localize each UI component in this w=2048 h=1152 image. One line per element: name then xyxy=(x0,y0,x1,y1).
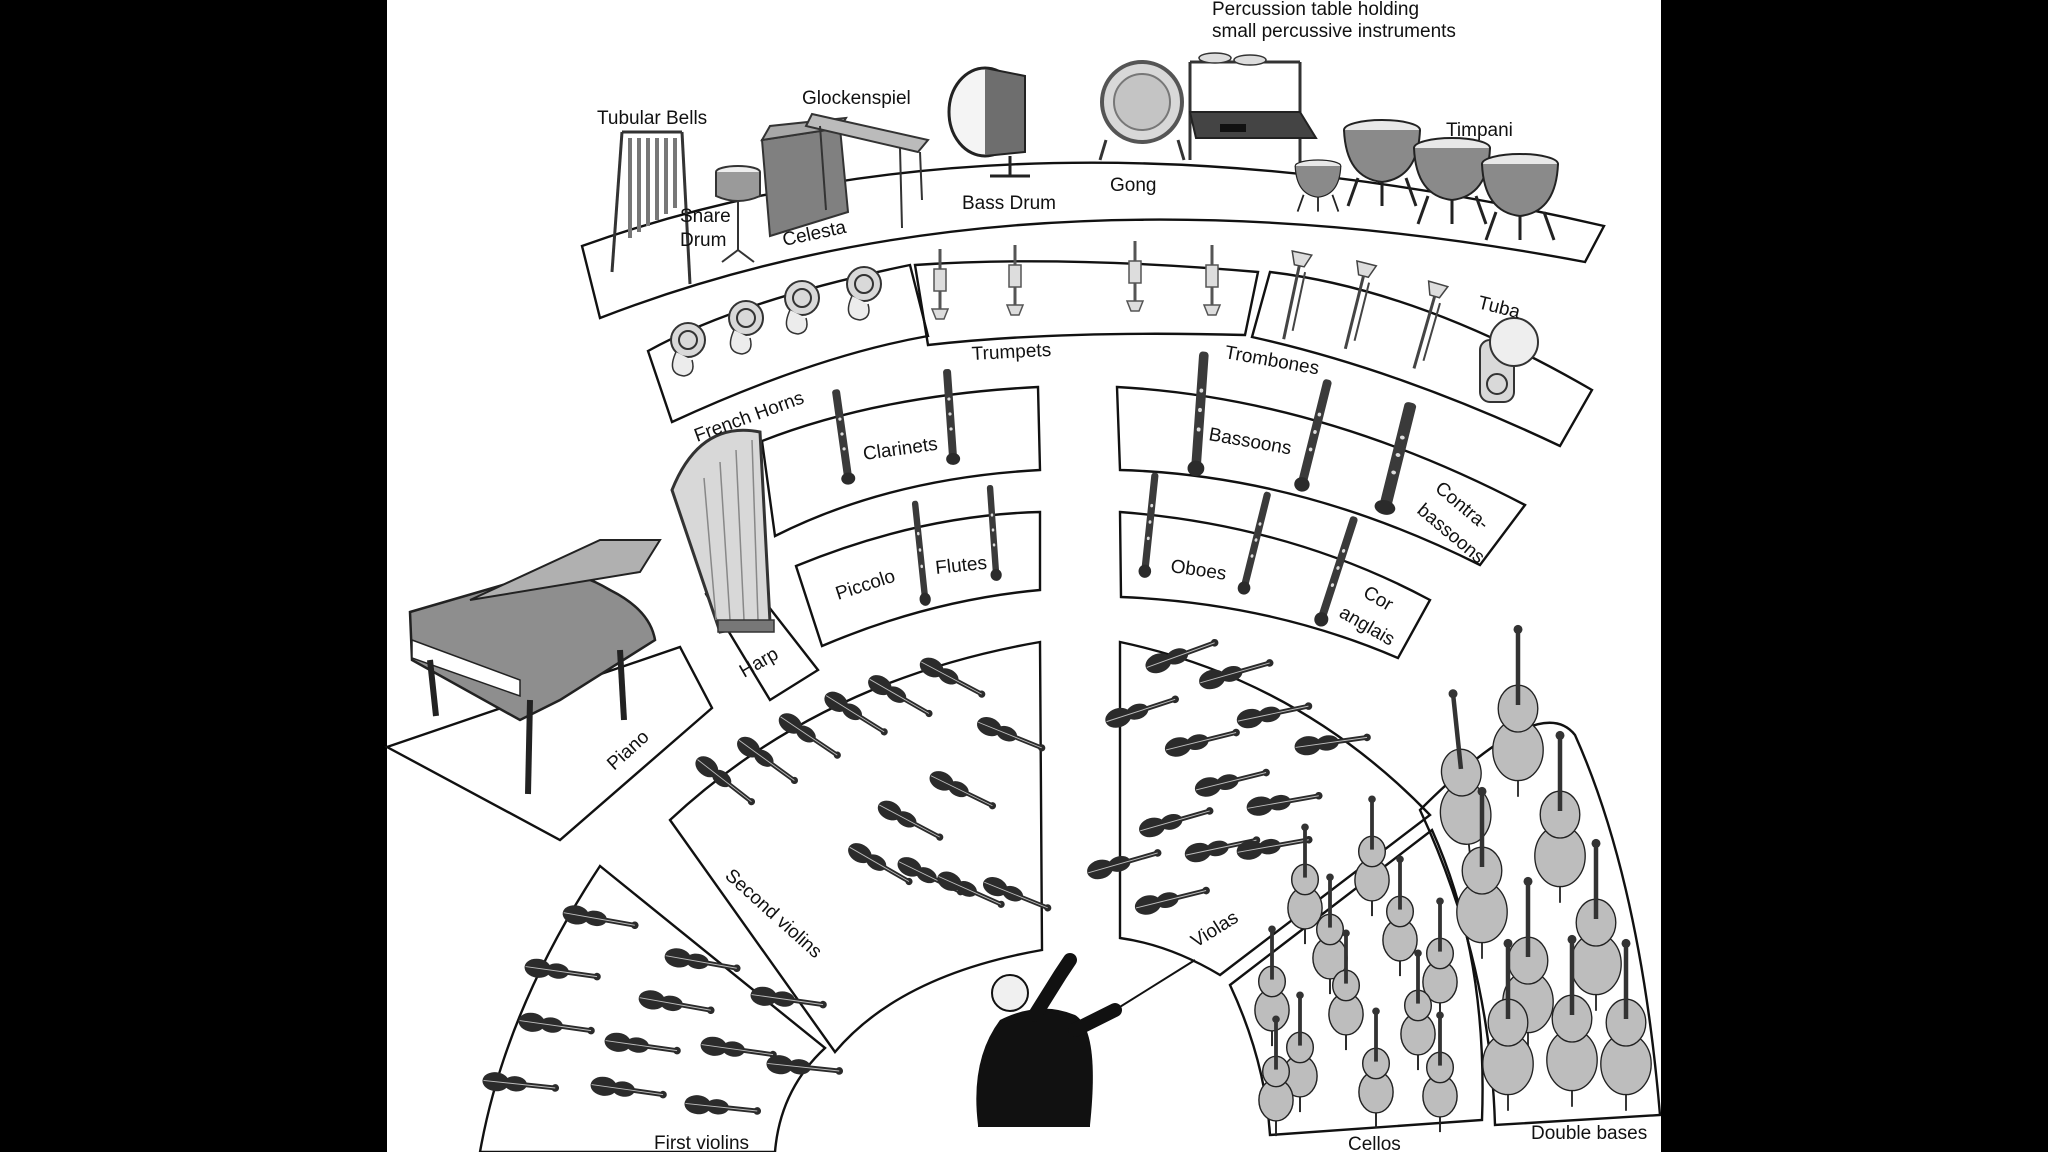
bass-drum-label: Bass Drum xyxy=(962,193,1056,214)
violin-icon xyxy=(636,987,717,1021)
clarinets-icon xyxy=(828,368,961,486)
glockenspiel-label: Glockenspiel xyxy=(802,88,911,109)
violin-icon xyxy=(748,984,829,1016)
violin-icon xyxy=(774,708,846,766)
piano-icon xyxy=(408,539,662,795)
violin-icon xyxy=(873,796,948,848)
gong-icon xyxy=(1098,60,1186,161)
oboes-label: Oboes xyxy=(1169,556,1227,585)
double-bass-icon xyxy=(1491,624,1545,798)
trumpets-icon xyxy=(930,239,1222,321)
violas-label: Violas xyxy=(1188,907,1243,952)
violin-icon xyxy=(588,1074,669,1106)
piano-label: Piano xyxy=(603,727,653,775)
second-violins-section xyxy=(668,640,1044,1054)
bass-drum-icon xyxy=(947,66,1030,178)
flutes-section xyxy=(794,510,1042,648)
glockenspiel-icon xyxy=(804,112,930,229)
viola-icon xyxy=(1132,879,1213,918)
trombones-section xyxy=(1250,270,1594,448)
horns-section xyxy=(646,263,930,424)
piccolo-label: Piccolo xyxy=(833,566,898,605)
double-bases-label: Double bases xyxy=(1531,1123,1647,1144)
percussion-table-label-line2: small percussive instruments xyxy=(1212,21,1456,42)
viola-icon xyxy=(1136,800,1217,841)
cor-anglais-label-line1: Cor xyxy=(1360,582,1398,616)
violin-icon xyxy=(560,902,641,936)
first-violins-label: First violins xyxy=(654,1133,749,1152)
timpani-icon xyxy=(1294,118,1560,242)
timpani-label: Timpani xyxy=(1446,120,1513,141)
violin-icon xyxy=(602,1030,683,1062)
trombones-icon xyxy=(1272,249,1450,373)
violin-icon xyxy=(683,1093,763,1122)
tuba-icon xyxy=(1479,317,1539,403)
first-violins-section xyxy=(478,864,827,1152)
cellos-section xyxy=(1228,828,1484,1137)
violin-icon xyxy=(516,1010,597,1042)
conductor-icon xyxy=(976,953,1196,1127)
snare-drum-label-line1: Snare xyxy=(680,206,731,227)
bassoons-section xyxy=(1115,385,1527,567)
snare-drum-icon xyxy=(715,165,761,263)
tuba-label: Tuba xyxy=(1476,292,1523,323)
tubular-bells-icon xyxy=(610,130,692,285)
viola-icon xyxy=(1192,761,1273,800)
violas-section xyxy=(1118,640,1432,977)
cellos-label: Cellos xyxy=(1348,1134,1401,1152)
cello-icon xyxy=(1353,794,1391,918)
viola-icon xyxy=(1234,829,1315,863)
percussion-table-icon xyxy=(1188,52,1318,162)
flutes-icon xyxy=(909,484,1003,607)
violin-icon xyxy=(979,873,1055,919)
viola-icon xyxy=(1084,842,1165,883)
percussion-section xyxy=(580,161,1606,320)
oboes-section xyxy=(1118,510,1432,660)
violin-icon xyxy=(662,945,743,979)
tubular-bells-label: Tubular Bells xyxy=(597,108,707,129)
viola-icon xyxy=(1142,632,1222,678)
viola-icon xyxy=(1162,721,1243,760)
cello-icon xyxy=(1257,1014,1295,1138)
double-bases-icons xyxy=(1426,624,1653,1112)
trumpets-label: Trumpets xyxy=(971,340,1052,365)
double-bass-icon xyxy=(1426,685,1497,864)
harp-icon xyxy=(670,428,775,634)
violin-icon xyxy=(973,713,1049,759)
viola-icon xyxy=(1102,688,1183,732)
cellos-icons xyxy=(1253,794,1459,1138)
trombones-label: Trombones xyxy=(1223,342,1321,379)
clarinets-section xyxy=(760,385,1042,538)
flutes-label: Flutes xyxy=(934,553,988,579)
double-bases-section xyxy=(1418,721,1662,1127)
viola-icon xyxy=(1196,652,1277,693)
percussion-table-label-line1: Percussion table holding xyxy=(1212,0,1419,20)
violin-icon xyxy=(690,751,761,812)
cello-icon xyxy=(1357,1006,1395,1130)
violin-icon xyxy=(698,1034,779,1066)
bassoons-label: Bassoons xyxy=(1207,424,1293,459)
clarinets-label: Clarinets xyxy=(862,434,939,465)
violin-icon xyxy=(925,766,1001,816)
snare-drum-label-line2: Drum xyxy=(680,230,726,251)
viola-icon xyxy=(1244,785,1325,819)
contrabassoons-icon xyxy=(1373,400,1422,517)
harp-label: Harp xyxy=(736,644,782,683)
violin-icon xyxy=(765,1053,845,1082)
gong-label: Gong xyxy=(1110,175,1156,196)
